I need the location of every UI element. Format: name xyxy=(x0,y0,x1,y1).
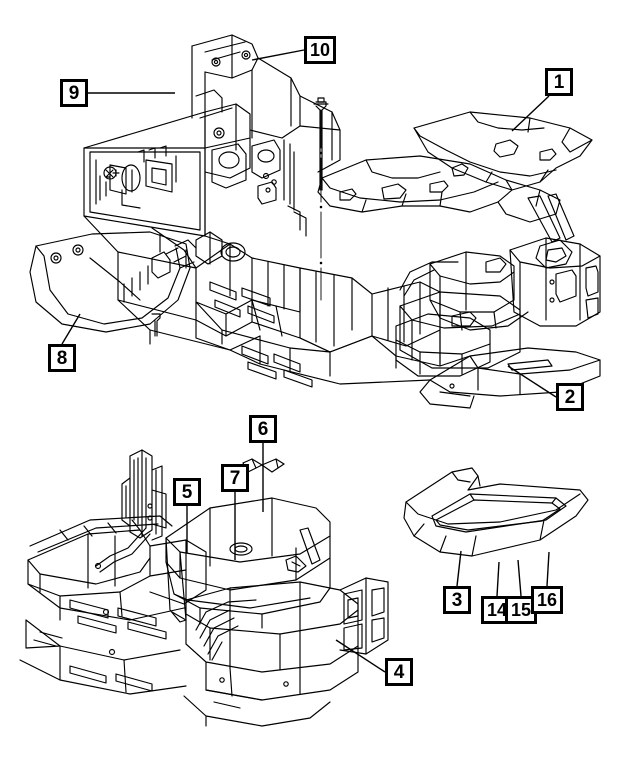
callout-3-leader xyxy=(456,550,462,587)
callout-8[interactable]: 8 xyxy=(48,344,76,372)
callout-label: 2 xyxy=(564,386,576,408)
callout-7[interactable]: 7 xyxy=(221,464,249,492)
callout-label: 3 xyxy=(451,589,463,611)
callout-label: 8 xyxy=(56,347,68,369)
callout-2-leader xyxy=(507,365,557,398)
rear-floor-pan-lower xyxy=(19,515,207,695)
callout-1-leader xyxy=(511,95,550,132)
callout-label: 15 xyxy=(510,600,532,620)
callout-label: 7 xyxy=(229,467,241,489)
callout-leader-lines xyxy=(61,49,557,673)
callout-10-leader xyxy=(251,49,305,61)
callout-label: 6 xyxy=(257,418,269,440)
callout-10[interactable]: 10 xyxy=(304,36,336,64)
callout-1[interactable]: 1 xyxy=(545,68,573,96)
callout-label: 14 xyxy=(486,600,508,620)
callout-16-leader xyxy=(546,551,550,587)
callout-label: 9 xyxy=(68,82,80,104)
callout-4-leader xyxy=(335,639,386,673)
dash-panel-assembly xyxy=(83,34,341,237)
floor-mat-part-3 xyxy=(403,467,589,557)
callout-14-leader xyxy=(496,561,500,597)
callout-label: 10 xyxy=(309,40,331,60)
insulation-pad-part-8 xyxy=(29,231,191,333)
front-carpet-part-1 xyxy=(317,111,593,223)
callout-5[interactable]: 5 xyxy=(173,478,201,506)
rear-body-quarter-lower xyxy=(183,527,389,727)
callout-6[interactable]: 6 xyxy=(249,415,277,443)
callout-4[interactable]: 4 xyxy=(385,658,413,686)
body-pillar-harness xyxy=(95,449,167,573)
rear-quarter-assembly xyxy=(395,193,601,409)
callout-16[interactable]: 16 xyxy=(531,586,563,614)
callout-15-leader xyxy=(517,559,522,597)
callout-label: 1 xyxy=(553,71,565,93)
callout-2[interactable]: 2 xyxy=(556,383,584,411)
callout-8-leader xyxy=(61,313,81,345)
floor-retainer-lower xyxy=(151,313,161,337)
callout-label: 16 xyxy=(536,590,558,610)
callout-15[interactable]: 15 xyxy=(505,596,537,624)
callout-3[interactable]: 3 xyxy=(443,586,471,614)
floor-retainer-part-10 xyxy=(313,97,329,191)
cargo-floor-carpet xyxy=(165,458,331,629)
callout-label: 4 xyxy=(393,661,405,683)
callout-label: 5 xyxy=(181,481,193,503)
callout-9[interactable]: 9 xyxy=(60,79,88,107)
